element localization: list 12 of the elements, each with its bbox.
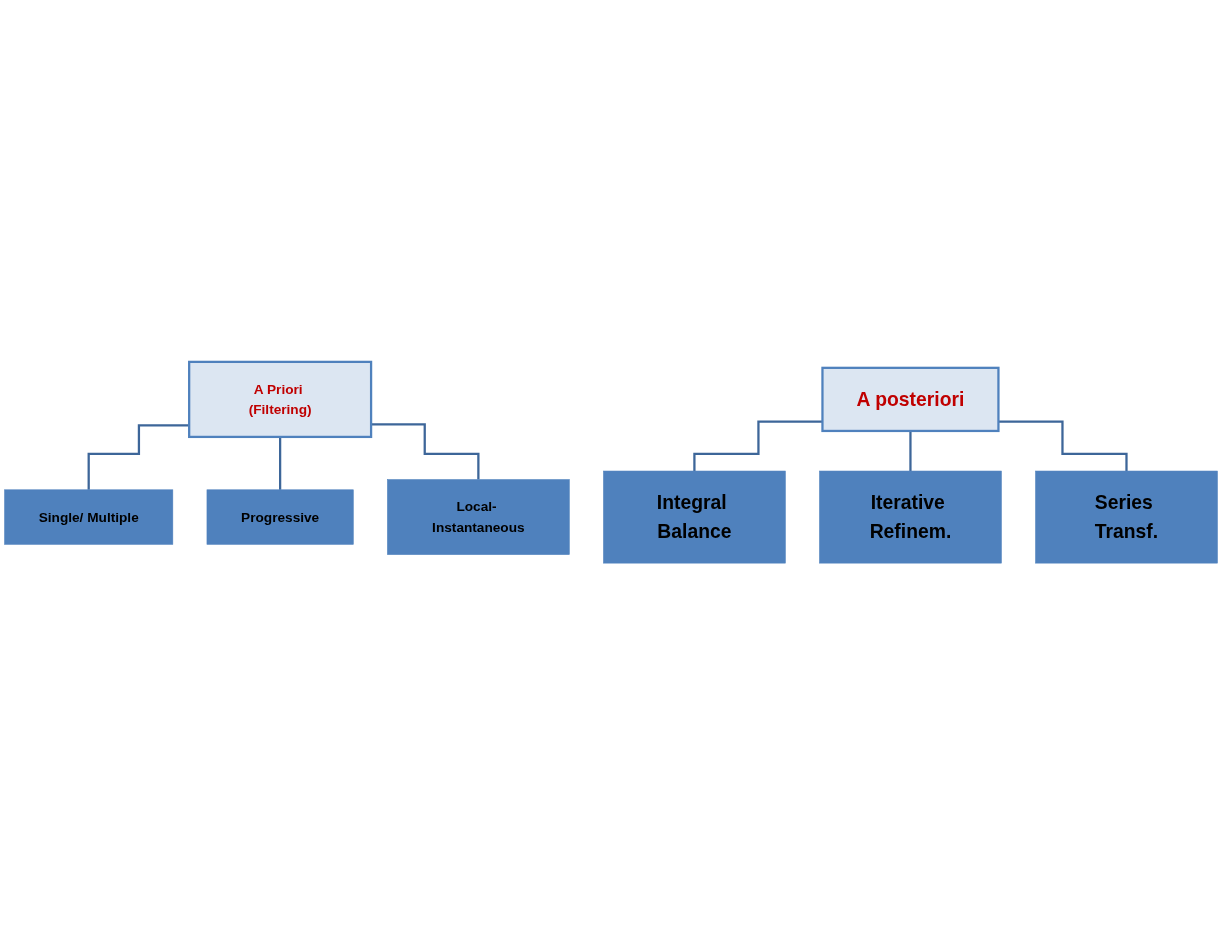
connector	[87, 424, 190, 491]
connector	[998, 420, 1128, 473]
node-box: Single/ Multiple	[4, 489, 174, 545]
connector	[371, 423, 480, 481]
node-box: Integral Balance	[603, 470, 786, 564]
node-box: Local- Instantaneous	[387, 479, 570, 555]
node-box: Progressive	[206, 489, 354, 545]
connector	[693, 420, 823, 473]
node-box: A Priori (Filtering)	[188, 360, 373, 439]
node-box: Iterative Refinem.	[819, 470, 1002, 564]
node-box: A posteriori	[821, 366, 1000, 433]
node-box: Series Transf.	[1035, 470, 1218, 564]
